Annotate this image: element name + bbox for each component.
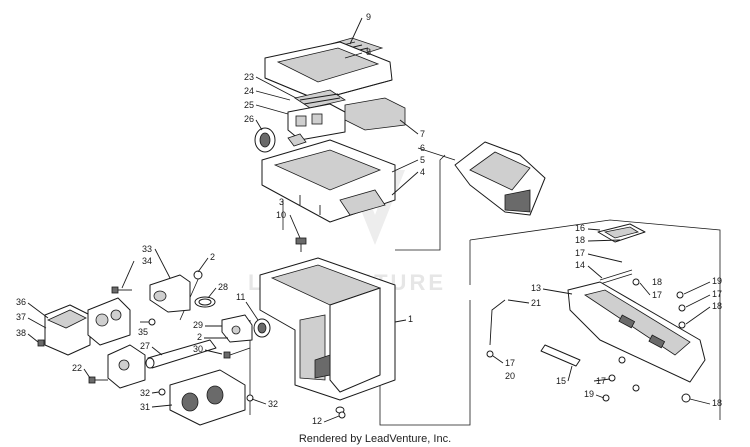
part-gasket-16 [597, 223, 646, 243]
part-nut-12 [338, 411, 346, 419]
callout-1: 1 [408, 314, 413, 324]
part-airbox-cover [264, 41, 393, 101]
callout-38: 38 [16, 328, 26, 338]
part-long-duct [567, 281, 706, 383]
callout-32b: 32 [268, 399, 278, 409]
callout-3: 3 [279, 197, 284, 207]
callout-5: 5 [420, 155, 425, 165]
callout-18c: 18 [712, 301, 722, 311]
part-intake-plate [294, 89, 346, 109]
part-rubber-boot [254, 127, 276, 153]
callout-26: 26 [244, 114, 254, 124]
callout-25: 25 [244, 100, 254, 110]
callout-19: 19 [712, 276, 722, 286]
callout-21: 21 [531, 298, 541, 308]
callout-2b: 2 [197, 332, 202, 342]
callout-14: 14 [575, 260, 585, 270]
callout-18b: 18 [652, 277, 662, 287]
callout-17c: 17 [712, 289, 722, 299]
part-carb-assembly [87, 297, 131, 346]
callout-23: 23 [244, 72, 254, 82]
callout-35: 35 [138, 327, 148, 337]
part-rod-21 [489, 299, 506, 346]
part-bracket-29 [221, 314, 253, 343]
callout-31: 31 [140, 402, 150, 412]
callout-36: 36 [16, 297, 26, 307]
callout-28: 28 [218, 282, 228, 292]
callout-7: 7 [420, 129, 425, 139]
part-bolt-30 [223, 347, 251, 359]
part-clip-32b [246, 394, 254, 402]
part-bolt-35 [140, 318, 156, 326]
part-mount-bracket [149, 274, 191, 313]
callout-15: 15 [556, 376, 566, 386]
callout-24: 24 [244, 86, 254, 96]
callout-labels: 9 8 23 24 25 26 7 6 5 4 3 10 33 34 [16, 12, 722, 426]
footer-credit: Rendered by LeadVenture, Inc. [298, 433, 452, 445]
part-bolt-10 [295, 237, 307, 252]
part-throttle-assembly [107, 344, 146, 389]
callout-11: 11 [236, 292, 245, 302]
part-hose-clamp [194, 296, 216, 308]
callout-34: 34 [142, 256, 152, 266]
callout-17: 17 [575, 248, 585, 258]
part-control-module [44, 304, 91, 356]
part-nut-2a [193, 270, 203, 280]
callout-18d: 18 [712, 398, 722, 408]
callout-37: 37 [16, 312, 26, 322]
part-airbox-tray [261, 139, 396, 223]
callout-20: 20 [505, 371, 515, 381]
callout-17e: 17 [596, 376, 606, 386]
callout-12: 12 [312, 416, 322, 426]
callout-2: 2 [210, 252, 215, 262]
part-clip-32a [158, 388, 166, 396]
part-clamp-ring [253, 318, 271, 338]
part-strip-15 [540, 344, 581, 367]
part-small-pad [287, 133, 307, 147]
part-bolt-33 [111, 286, 132, 294]
callout-13: 13 [531, 283, 541, 293]
part-bolt-38 [37, 339, 45, 347]
callout-33: 33 [142, 244, 152, 254]
part-tube-27 [145, 339, 217, 369]
callout-32: 32 [140, 388, 150, 398]
part-filter-foam [344, 97, 406, 131]
callout-17b: 17 [652, 290, 662, 300]
callout-30: 30 [193, 344, 203, 354]
callout-16: 16 [575, 223, 585, 233]
callout-27: 27 [140, 341, 150, 351]
callout-29: 29 [193, 320, 203, 330]
callout-17d: 17 [505, 358, 515, 368]
callout-4: 4 [420, 167, 425, 177]
part-twin-port-adapter [169, 369, 246, 426]
part-airbox-body [259, 257, 396, 414]
callout-6: 6 [420, 143, 425, 153]
callout-9: 9 [366, 12, 371, 22]
part-fasteners-right [486, 278, 691, 403]
part-silencer [287, 103, 346, 141]
callout-22: 22 [72, 363, 82, 373]
part-intake-duct [454, 141, 546, 216]
callout-10: 10 [276, 210, 286, 220]
callout-8: 8 [366, 47, 371, 57]
callout-19b: 19 [584, 389, 594, 399]
callout-18: 18 [575, 235, 585, 245]
part-clip-14 [599, 269, 633, 285]
part-bolt-22 [88, 376, 108, 384]
